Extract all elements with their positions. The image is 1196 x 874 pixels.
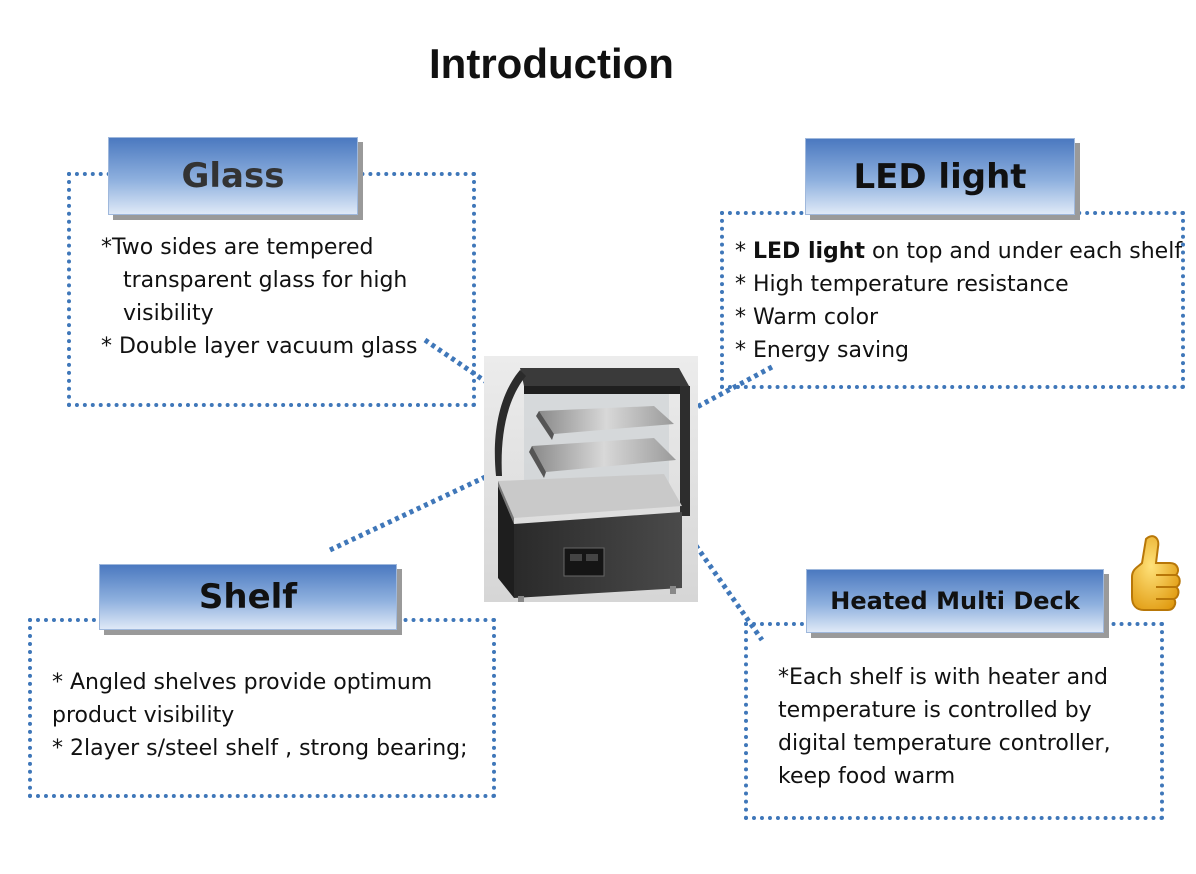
glass-line-2: transparent glass for high (123, 268, 408, 293)
thumbs-up-icon (1131, 535, 1181, 611)
led-text: * LED light on top and under each shelf … (735, 235, 1182, 367)
glass-header-label: Glass (181, 156, 285, 196)
heated-line-4: keep food warm (778, 764, 956, 789)
led-line-1-bold: LED light (753, 239, 865, 264)
page-title: Introduction (429, 40, 674, 87)
glass-header: Glass (108, 137, 358, 215)
glass-line-4: * Double layer vacuum glass (101, 334, 418, 359)
shelf-line-3: * 2layer s/steel shelf , strong bearing; (52, 736, 468, 761)
led-line-4: * Energy saving (735, 338, 909, 363)
glass-line-3: visibility (123, 301, 214, 326)
shelf-header: Shelf (99, 564, 397, 630)
heated-line-2: temperature is controlled by (778, 698, 1092, 723)
shelf-line-1: * Angled shelves provide optimum (52, 670, 433, 695)
glass-line-1: *Two sides are tempered (101, 235, 374, 260)
led-header-label: LED light (853, 156, 1027, 197)
heated-line-3: digital temperature controller, (778, 731, 1111, 756)
display-cabinet-image (484, 356, 698, 602)
led-line-1-prefix: * (735, 239, 753, 264)
shelf-text: * Angled shelves provide optimum product… (52, 666, 468, 765)
led-line-3: * Warm color (735, 305, 879, 330)
led-line-2: * High temperature resistance (735, 272, 1069, 297)
led-line-1: * LED light on top and under each shelf (735, 235, 1182, 268)
glass-text: *Two sides are tempered transparent glas… (101, 231, 418, 363)
led-line-1-rest: on top and under each shelf (864, 239, 1183, 264)
led-header: LED light (805, 138, 1075, 215)
shelf-line-2: product visibility (52, 703, 235, 728)
heated-header: Heated Multi Deck (806, 569, 1104, 633)
heated-text: *Each shelf is with heater and temperatu… (778, 661, 1111, 793)
heated-line-1: *Each shelf is with heater and (778, 665, 1108, 690)
shelf-header-label: Shelf (198, 577, 298, 617)
heated-header-label: Heated Multi Deck (830, 587, 1080, 615)
